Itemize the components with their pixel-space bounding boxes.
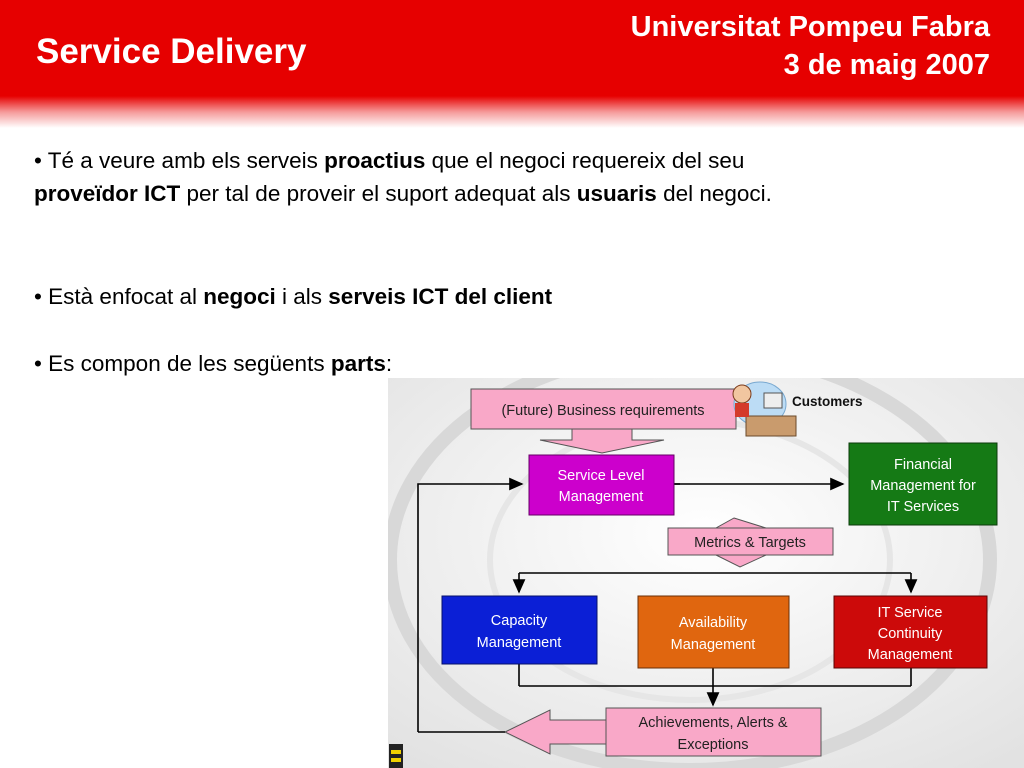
service-delivery-diagram: (Future) Business requirements Customers… — [388, 378, 1024, 768]
business-requirements-label: (Future) Business requirements — [501, 403, 704, 419]
bullet-emphasis: proveïdor ICT — [34, 181, 181, 206]
bullet-text: i als — [275, 284, 329, 309]
achievements-box — [605, 707, 822, 757]
bullet-mark: • — [34, 148, 42, 173]
slm-label-line2: Management — [559, 489, 644, 505]
bullet-text: Té a veure amb els serveis — [47, 148, 325, 173]
continuity-label-line3: Management — [868, 647, 953, 663]
financial-management-box — [848, 442, 998, 526]
bullet-mark: • — [34, 284, 42, 309]
requirements-arrow — [539, 428, 665, 454]
connector-lines — [417, 477, 918, 732]
bullet-emphasis: negoci — [203, 284, 276, 309]
capacity-label-line1: Capacity — [491, 613, 548, 629]
achievements-label-line1: Achievements, Alerts & — [638, 715, 787, 731]
bullet-text: : — [385, 351, 393, 376]
institution-name: Universitat Pompeu Fabra — [630, 11, 990, 43]
slm-box — [528, 454, 675, 516]
slide-title: Service Delivery — [36, 32, 307, 71]
bullet-mark: • — [34, 351, 42, 376]
bullet-text: que el negoci requereix del seu — [425, 148, 745, 173]
continuity-label-line2: Continuity — [878, 626, 943, 642]
capacity-management-box — [441, 595, 598, 665]
customer-icon — [732, 381, 797, 437]
continuity-management-box — [833, 595, 988, 669]
header-bar: Service Delivery Universitat Pompeu Fabr… — [0, 0, 1024, 128]
bullet-emphasis: serveis ICT del client — [328, 284, 553, 309]
availability-label-line1: Availability — [679, 615, 748, 631]
bullet-emphasis: proactius — [324, 148, 426, 173]
presentation-date: 3 de maig 2007 — [783, 49, 990, 81]
bullet-2: • Està enfocat al negoci i als serveis I… — [34, 280, 974, 313]
bullet-text: Està enfocat al — [48, 284, 204, 309]
bullet-text: per tal de proveir el suport adequat als — [180, 181, 577, 206]
availability-management-box — [637, 595, 790, 669]
customers-label: Customers — [792, 394, 863, 409]
metrics-arrow-down — [715, 554, 767, 568]
continuity-label-line1: IT Service — [877, 605, 942, 621]
bullet-text: Es compon de les següents — [48, 351, 331, 376]
header-info: Universitat Pompeu Fabra 3 de maig 2007 — [631, 8, 990, 84]
bullet-emphasis: usuaris — [576, 181, 657, 206]
availability-label-line2: Management — [671, 637, 756, 653]
capacity-label-line2: Management — [477, 635, 562, 651]
achievements-arrow — [503, 709, 607, 755]
compass-ring — [388, 378, 997, 768]
achievements-label-line2: Exceptions — [678, 737, 749, 753]
financial-label-line3: IT Services — [887, 499, 959, 515]
business-requirements-box — [470, 388, 737, 430]
metrics-targets-label: Metrics & Targets — [694, 535, 806, 551]
corner-graphic — [389, 744, 403, 768]
bullet-emphasis: parts — [330, 351, 386, 376]
bullet-text: del negoci. — [656, 181, 772, 206]
bullet-1: • Té a veure amb els serveis proactius q… — [34, 144, 974, 210]
financial-label-line1: Financial — [894, 457, 952, 473]
slm-label-line1: Service Level — [557, 468, 644, 484]
financial-label-line2: Management for — [870, 478, 976, 494]
bullet-3: • Es compon de les següents parts: — [34, 347, 974, 380]
